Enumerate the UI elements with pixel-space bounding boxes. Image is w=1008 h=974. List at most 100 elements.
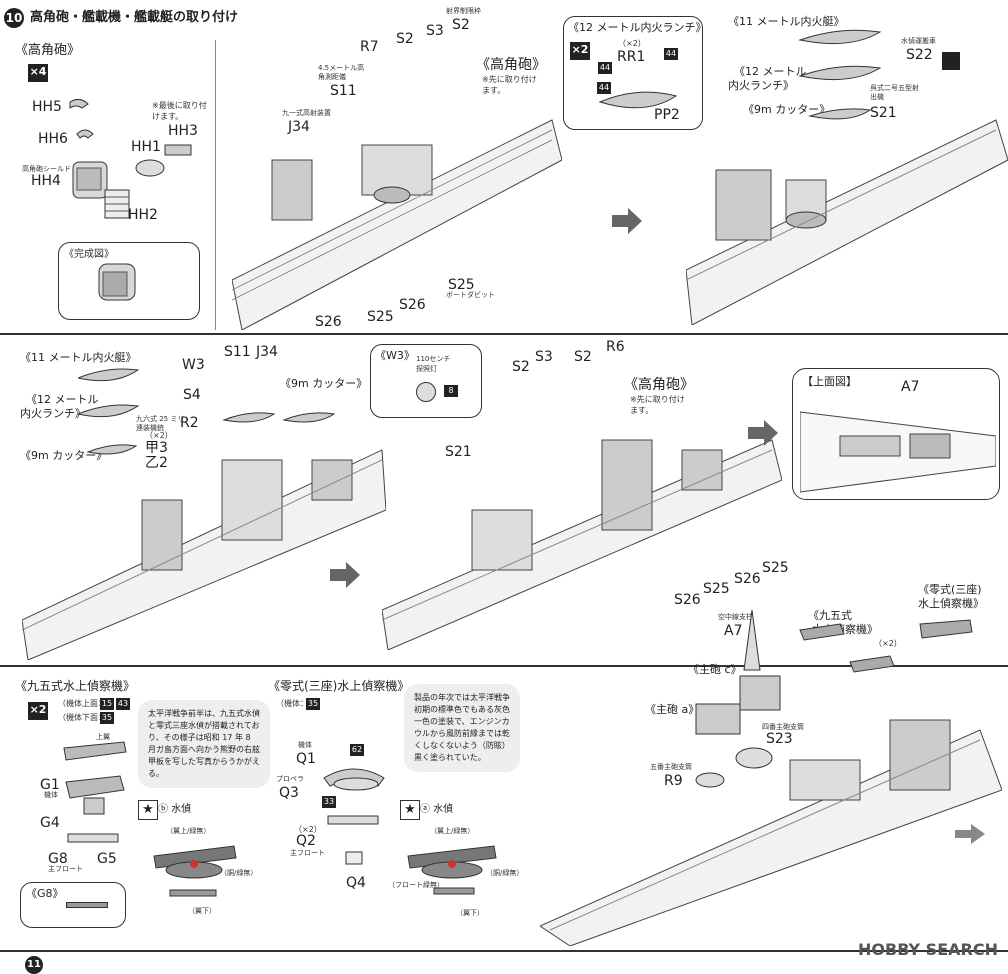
part-s22: S22 <box>906 47 933 63</box>
hakaku-note: ※最後に取り付けます。 <box>152 101 207 121</box>
part-pp2: PP2 <box>654 107 680 123</box>
step-number: 10 <box>4 8 24 28</box>
zero-body-color: 35 <box>306 698 320 710</box>
step-title: 高角砲・艦載機・艦載艇の取り付け <box>30 10 239 25</box>
cutter-label-top: 《9m カッター》 <box>743 103 831 116</box>
color-44-a: 44 <box>598 62 612 74</box>
zero-body: （機体： <box>276 699 308 708</box>
hakaku-callout: 《高角砲》 <box>476 57 546 73</box>
star-icon-type95: ★ <box>138 800 158 820</box>
part-s3: S3 <box>426 23 444 39</box>
cutter-label-mid-right: 《9m カッター》 <box>280 377 368 390</box>
top-view-header: 【上面図】 <box>802 375 857 388</box>
part-g5: G5 <box>97 851 117 867</box>
type95-body-upper: （機体上面： <box>58 699 106 708</box>
s11-desc: 4.5メートル高角測距儀 <box>318 64 365 81</box>
part-s11: S11 <box>330 83 357 99</box>
mg-desc-1: 九六式 25 ミリ <box>136 415 185 423</box>
launch12-box <box>563 16 703 130</box>
top-view-a7: A7 <box>901 379 920 395</box>
part-s2-mid-b: S2 <box>574 349 592 365</box>
zero-note: 製品の年次では太平洋戦争初期の標準色でもある灰色一色の塗装で、エンジンカウルから… <box>404 684 520 772</box>
part-hh3: HH3 <box>168 123 198 139</box>
part-s25-a: S25 <box>448 277 475 293</box>
part-r6: R6 <box>606 339 625 355</box>
part-s11-mid: S11 <box>224 344 251 360</box>
part-s21-mid: S21 <box>445 444 472 460</box>
j34-desc: 九一式高射装置 <box>282 109 331 117</box>
color-44-b: 44 <box>664 48 678 60</box>
zero-callout-2: 水上偵察機》 <box>918 597 984 610</box>
top-right-boats <box>798 29 882 120</box>
part-q1: Q1 <box>296 751 316 767</box>
bottom-right-parts <box>695 610 973 788</box>
hobby-search-watermark: HOBBY SEARCH <box>858 940 998 959</box>
part-s4: S4 <box>183 387 201 403</box>
color-44-c: 44 <box>597 82 611 94</box>
g1-desc: 機体 <box>44 791 58 799</box>
mid-section-divider <box>0 665 1008 667</box>
type95-under-label: （翼下） <box>188 907 216 915</box>
type95-callout-2: 水上偵察機》 <box>812 623 878 636</box>
zero-callout-1: 《零式(三座) <box>918 583 982 596</box>
g6-desc: 上翼 <box>96 733 110 741</box>
part-hh4: HH4 <box>31 173 61 189</box>
type95-lower-c: 35 <box>100 712 114 724</box>
mid-center-ship-drawing <box>382 439 782 650</box>
s22-desc: 水偵運搬車 <box>901 37 936 45</box>
zero-color-62: 62 <box>350 744 364 756</box>
w3-desc-2: 探照灯 <box>416 365 437 373</box>
zero-under-label: （翼下） <box>456 909 484 917</box>
limiter-label: 射界制限枠 <box>446 7 481 15</box>
right-arrow-bottom <box>955 824 985 844</box>
part-g8: G8 <box>48 851 68 867</box>
part-s2-mid-a: S2 <box>512 359 530 375</box>
part-hh1: HH1 <box>131 139 161 155</box>
part-w3: W3 <box>182 357 205 373</box>
complete-label: 《完成図》 <box>64 249 114 260</box>
w3-color: 8 <box>444 385 458 397</box>
launch12-label-mid-1: 《12 メートル <box>26 393 99 406</box>
bottom-right-ship-drawing <box>540 719 1002 946</box>
part-s26-mid-b: S26 <box>674 592 701 608</box>
zero-color-33: 33 <box>322 796 336 808</box>
mid-left-boats <box>78 368 336 455</box>
type95-callout-1: 《九五式 <box>808 609 852 622</box>
part-ko3: 甲3 <box>145 440 168 456</box>
part-s3-mid: S3 <box>535 349 553 365</box>
part-j34-mid: J34 <box>256 344 278 360</box>
part-s23: S23 <box>766 731 793 747</box>
part-s26-a: S26 <box>399 297 426 313</box>
type95-complete-drawing <box>153 845 237 897</box>
zero-float-label: （フロート緑無） <box>388 881 444 889</box>
q1-desc: 機体 <box>298 741 312 749</box>
next-arrow-box-top <box>942 52 960 70</box>
part-g4: G4 <box>40 815 60 831</box>
hakaku-header: 《高角砲》 <box>15 43 81 58</box>
hakaku-qty-badge: ×4 <box>28 64 48 82</box>
g8-float-drawing <box>66 902 108 908</box>
part-q4: Q4 <box>346 875 366 891</box>
launch12-drawing <box>598 91 678 109</box>
top-ship-drawing <box>232 119 562 330</box>
zero-header: 《零式(三座)水上偵察機》 <box>268 679 410 693</box>
complete-gun-drawing <box>98 263 136 301</box>
q2-qty: （×2） <box>294 825 322 834</box>
launch12-label-mid-2: 内火ランチ》 <box>20 407 86 420</box>
cutter-label-mid-left: 《9m カッター》 <box>20 449 108 462</box>
rr1-qty: （×2） <box>618 39 646 48</box>
part-a7: A7 <box>724 623 743 639</box>
g8-header: 《G8》 <box>26 887 64 900</box>
part-q3: Q3 <box>279 785 299 801</box>
q3-desc: プロペラ <box>276 775 304 783</box>
hakaku-callout-mid-note: ※先に取り付けます。 <box>630 395 685 415</box>
part-s2-a: S2 <box>396 31 414 47</box>
hakaku-exploded-drawing <box>69 98 192 219</box>
zero-exploded-drawing <box>323 768 385 865</box>
main-gun-c: 《主砲 c》 <box>688 663 742 676</box>
mid-left-ship-drawing <box>22 449 386 660</box>
part-s25-b: S25 <box>367 309 394 325</box>
launch12-qty: ×2 <box>570 42 590 60</box>
part-r7: R7 <box>360 39 379 55</box>
launch12-label-top-1: 《12 メートル <box>734 65 807 78</box>
